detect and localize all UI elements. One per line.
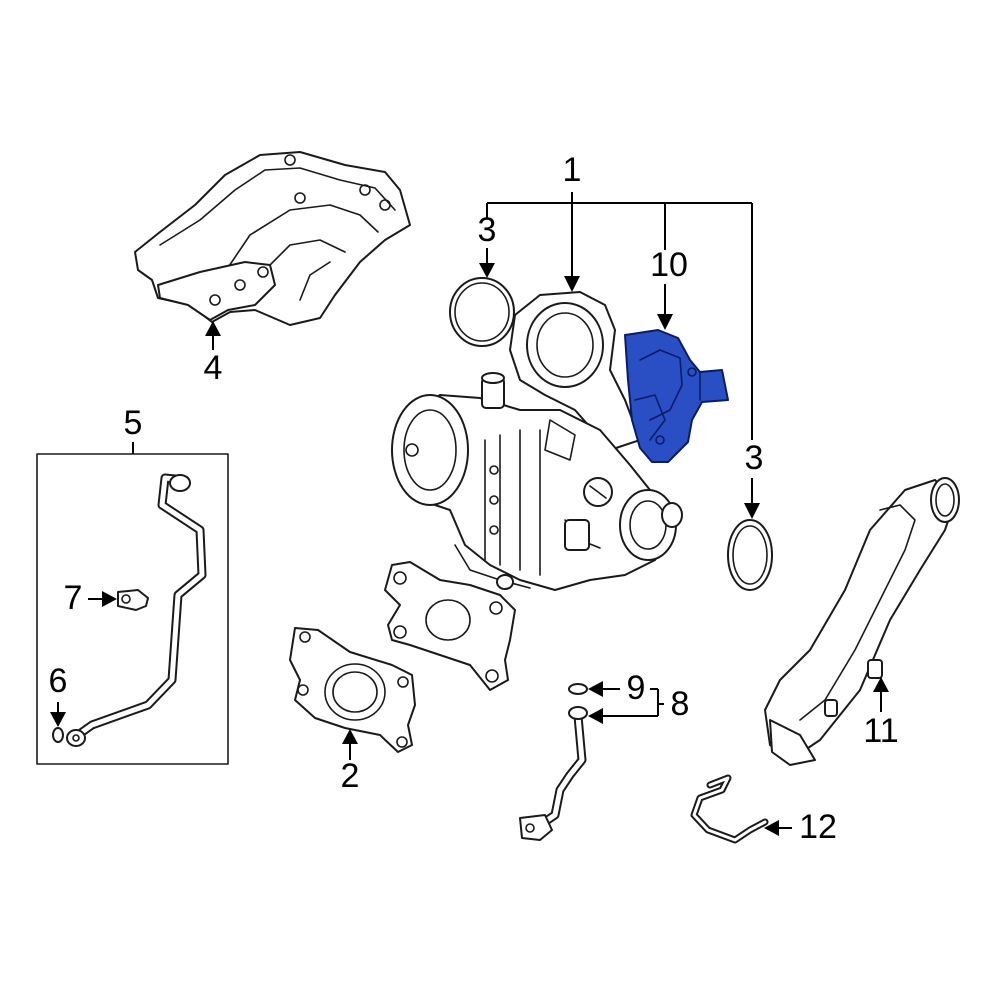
- callout-7: 7: [64, 579, 83, 617]
- callout-11: 11: [863, 712, 898, 750]
- callout-8: 8: [671, 685, 690, 723]
- banjo-bolt-part[interactable]: [117, 589, 149, 611]
- turbo-gasket-part[interactable]: [289, 627, 416, 753]
- gasket-ring-left-part[interactable]: [449, 277, 515, 347]
- callout-5: 5: [124, 404, 143, 442]
- turbocharger-part[interactable]: [391, 291, 683, 591]
- exhaust-flange-part[interactable]: [384, 561, 516, 691]
- callout-9: 9: [627, 669, 646, 707]
- wastegate-actuator-part[interactable]: [624, 329, 729, 463]
- gasket-ring-right-part[interactable]: [727, 519, 773, 591]
- hose-clamp-part[interactable]: [690, 774, 769, 844]
- oil-feed-line-part[interactable]: [66, 473, 207, 747]
- callout-4: 4: [204, 349, 223, 387]
- callout-10: 10: [650, 246, 688, 284]
- callout-12: 12: [799, 808, 837, 846]
- callout-3-left: 3: [478, 211, 497, 249]
- intake-hose-part[interactable]: [764, 477, 960, 766]
- drain-tube-part[interactable]: [519, 683, 588, 841]
- heat-shield-part[interactable]: [134, 151, 411, 326]
- callout-1: 1: [563, 151, 582, 189]
- washer-part[interactable]: [52, 727, 64, 743]
- callout-6: 6: [49, 662, 68, 700]
- callout-2: 2: [341, 757, 360, 795]
- leader-lines: [50, 192, 889, 836]
- callout-3-right: 3: [745, 439, 764, 477]
